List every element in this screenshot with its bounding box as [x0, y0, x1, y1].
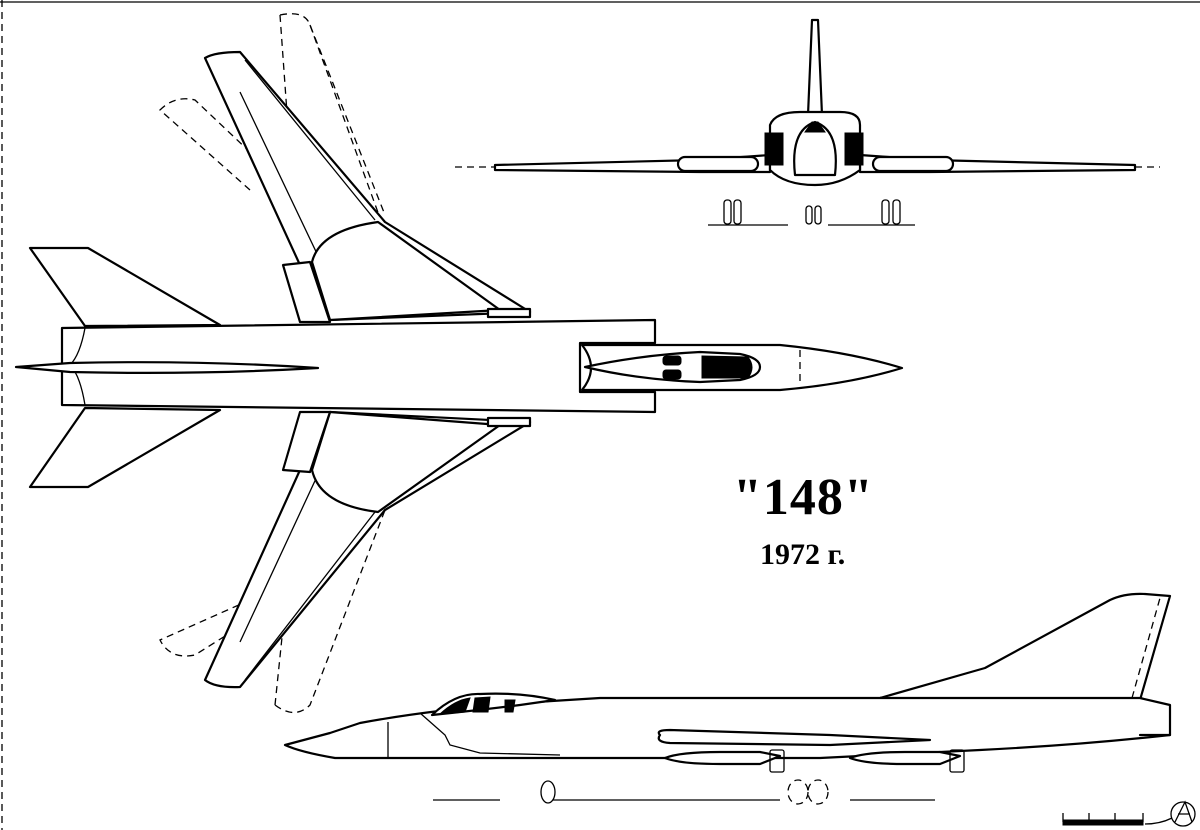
- pod-right: [871, 155, 955, 173]
- intake-left: [764, 132, 784, 166]
- wheel-nose-a: [805, 205, 813, 225]
- monogram-strokes: [1144, 800, 1193, 825]
- wing-glove-upper: [310, 220, 502, 322]
- tailplane-upper: [28, 246, 222, 328]
- fuselage: [60, 318, 657, 414]
- top-view: [14, 13, 904, 714]
- intake-line-side: [419, 712, 561, 756]
- main-wheel-side-1: [787, 779, 809, 805]
- canopy-window-3: [504, 699, 516, 713]
- wing-glove-lower: [310, 410, 502, 514]
- cockpit-seat-2: [662, 369, 682, 380]
- canopy-front: [804, 121, 826, 133]
- rudder-hinge: [1131, 597, 1161, 699]
- bomb-1-fins: [769, 749, 785, 773]
- year-label: 1972 г.: [760, 538, 846, 571]
- monogram-circle: [1170, 801, 1196, 827]
- wheel-main-right-a: [881, 199, 890, 225]
- wing-upper: [203, 50, 532, 322]
- wheel-main-left-a: [723, 199, 732, 225]
- slat-line-lower: [244, 511, 376, 681]
- aircraft-designation: "148": [733, 469, 874, 526]
- fin-top-outline: [14, 361, 320, 374]
- canopy-window-2: [472, 696, 491, 713]
- canopy-window-1: [438, 697, 471, 715]
- nose-wheel-side: [540, 780, 556, 804]
- front-view: [455, 18, 1160, 226]
- scale-bar: [1062, 813, 1144, 826]
- slat-line-upper: [244, 59, 376, 221]
- wing-alt-position-lower-1: [159, 594, 291, 657]
- side-view: [283, 592, 1172, 805]
- tailplane-lower: [28, 406, 222, 489]
- wheel-nose-b: [814, 205, 822, 225]
- weapon-pod-side: [657, 728, 932, 747]
- intake-right: [844, 132, 864, 166]
- scale-bar-body: [1062, 819, 1144, 826]
- wing-root-fairing-lower: [281, 410, 332, 474]
- flap-line-lower: [239, 469, 321, 643]
- wheel-main-right-b: [892, 199, 901, 225]
- cockpit-rear: [701, 355, 753, 379]
- main-wheel-side-2: [807, 779, 829, 805]
- wheel-main-left-b: [733, 199, 742, 225]
- wing-lower: [203, 410, 532, 689]
- pylon-lower: [486, 416, 532, 428]
- wing-alt-position-upper-1: [159, 98, 291, 191]
- vertical-fin-front: [806, 18, 824, 117]
- fuselage-side: [283, 696, 1172, 760]
- wing-alt-position-upper-2: [279, 13, 386, 226]
- wing-alt-slat-upper: [309, 24, 381, 219]
- author-monogram: [1144, 800, 1196, 827]
- flap-line-upper: [239, 91, 321, 261]
- bomb-2-fins: [949, 749, 965, 773]
- pod-left: [676, 155, 760, 173]
- bomb-2: [848, 750, 962, 766]
- vertical-tail-side: [878, 592, 1172, 702]
- pylon-upper: [486, 307, 532, 319]
- wing-root-fairing-upper: [281, 260, 332, 324]
- cockpit-seat-1: [662, 355, 682, 366]
- bomb-1: [663, 750, 782, 766]
